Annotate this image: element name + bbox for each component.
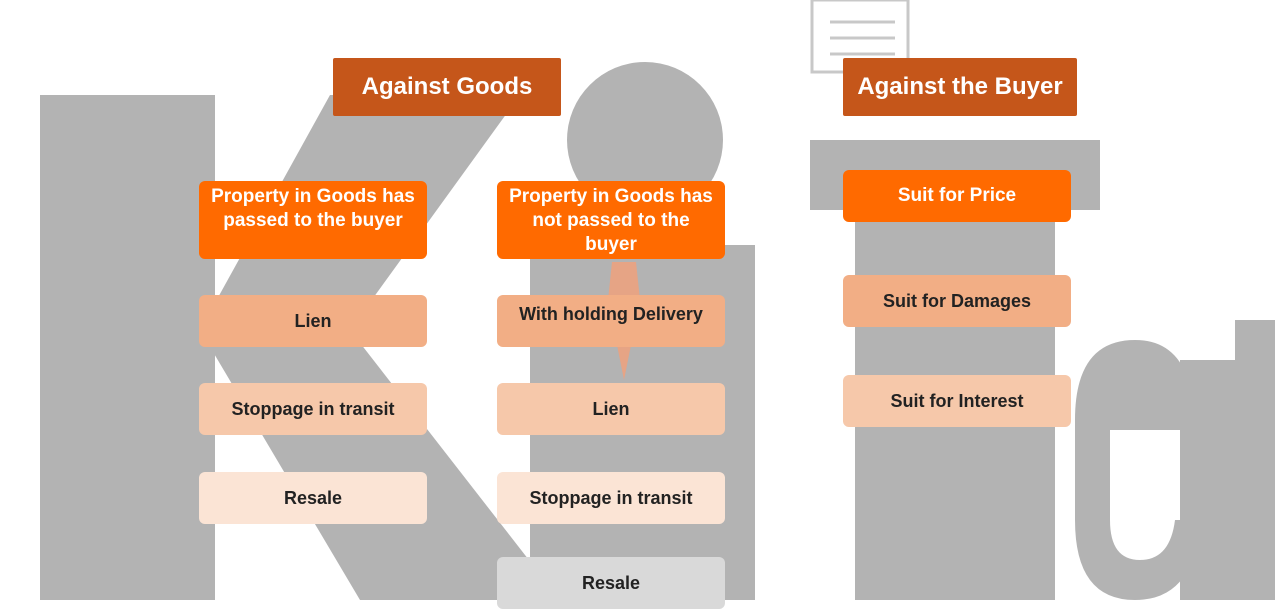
against-buyer-header: Against the Buyer bbox=[843, 58, 1077, 116]
property-not-passed-box: Property in Goods has not passed to the … bbox=[497, 181, 725, 259]
property-passed-box: Property in Goods has passed to the buye… bbox=[199, 181, 427, 259]
against-goods-header: Against Goods bbox=[333, 58, 561, 116]
passed-item-stoppage: Stoppage in transit bbox=[199, 383, 427, 435]
not-passed-item-stoppage: Stoppage in transit bbox=[497, 472, 725, 524]
suit-for-damages-box: Suit for Damages bbox=[843, 275, 1071, 327]
not-passed-item-resale: Resale bbox=[497, 557, 725, 609]
suit-for-interest-box: Suit for Interest bbox=[843, 375, 1071, 427]
passed-item-lien: Lien bbox=[199, 295, 427, 347]
not-passed-item-lien: Lien bbox=[497, 383, 725, 435]
suit-for-price-box: Suit for Price bbox=[843, 170, 1071, 222]
passed-item-resale: Resale bbox=[199, 472, 427, 524]
not-passed-item-withholding: With holding Delivery bbox=[497, 295, 725, 347]
